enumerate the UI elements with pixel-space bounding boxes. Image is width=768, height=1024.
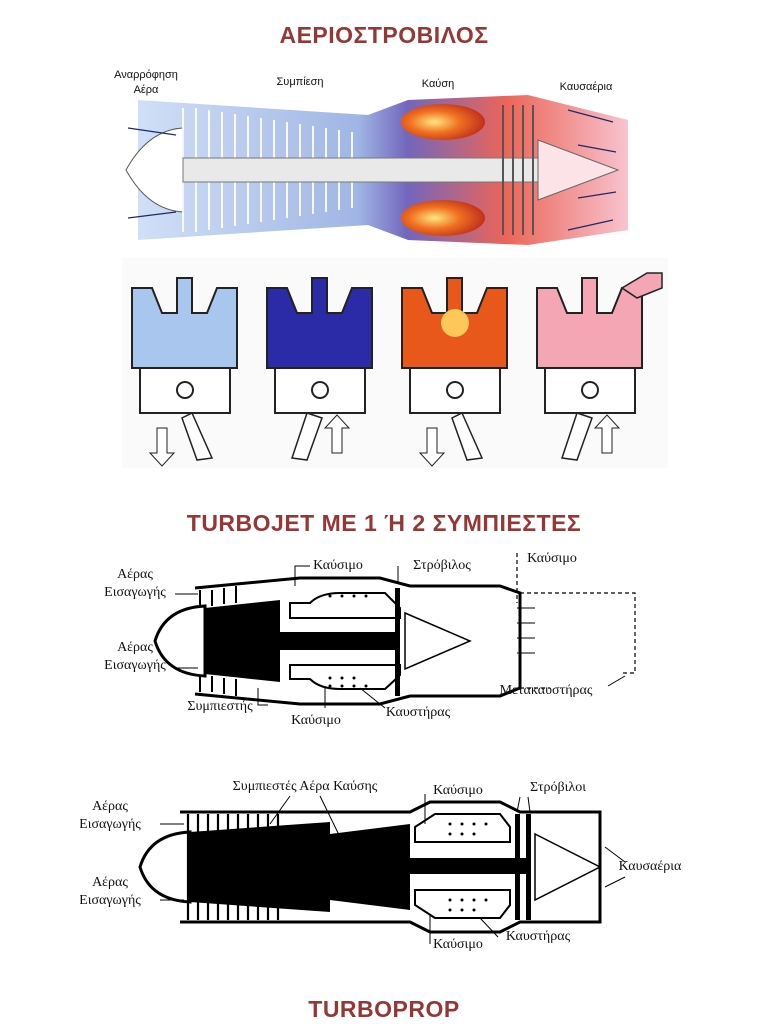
label-air-intake-top-1: Αέρας [92,799,128,814]
label-air-intake-bottom-2: Εισαγωγής [80,893,141,908]
label-air-intake-top-2: Εισαγωγής [80,817,141,832]
title-gas-turbine: ΑΕΡΙΟΣΤΡΟΒΙΛΟΣ [0,22,768,49]
four-stroke-cylinders [122,258,668,468]
label-air-intake-bottom-1: Αέρας [92,875,128,890]
label-fuel-top: Καύσιμο [313,558,363,573]
label-air-intake-bottom-1: Αέρας [117,640,153,655]
label-fuel-bottom: Καύσιμο [291,713,341,728]
label-compression: Συμπίεση [277,76,324,88]
label-combustor: Καυστήρας [386,705,451,720]
label-air-intake-top-1: Αέρας [117,567,153,582]
label-fuel-afterburner: Καύσιμο [527,551,577,566]
label-air-intake-line1: Αναρρόφηση [114,69,178,81]
label-exhaust: Καυσαέρια [619,859,682,874]
label-turbine: Στρόβιλος [413,558,471,573]
label-compressor: Συμπιεστής [187,699,253,714]
turbojet-diagram: Αέρας Εισαγωγής Αέρας Εισαγωγής Καύσιμο … [80,548,680,738]
gas-turbine-cutaway: Αναρρόφηση Αέρα Συμπίεση Καύση Καυσαέρια [108,60,638,250]
label-air-intake-top-2: Εισαγωγής [104,585,166,600]
label-fuel-top: Καύσιμο [433,783,483,798]
label-afterburner: Μετακαυστήρας [500,683,593,698]
label-air-intake-line2: Αέρα [134,84,159,96]
label-turbines: Στρόβιλοι [530,780,586,795]
label-combustion-air-compressors: Συμπιεστές Αέρα Καύσης [233,779,378,794]
label-exhaust: Καυσαέρια [560,81,613,93]
label-fuel-bottom: Καύσιμο [433,937,483,952]
title-turbojet: TURBOJET ΜΕ 1 Ή 2 ΣΥΜΠΙΕΣΤΕΣ [0,510,768,537]
turboprop-diagram: Αέρας Εισαγωγής Αέρας Εισαγωγής Συμπιεστ… [80,772,696,960]
label-air-intake-bottom-2: Εισαγωγής [104,658,166,673]
title-turboprop: TURBOPROP [0,996,768,1023]
label-combustion: Καύση [422,78,454,90]
label-combustor: Καυστήρας [506,929,571,944]
